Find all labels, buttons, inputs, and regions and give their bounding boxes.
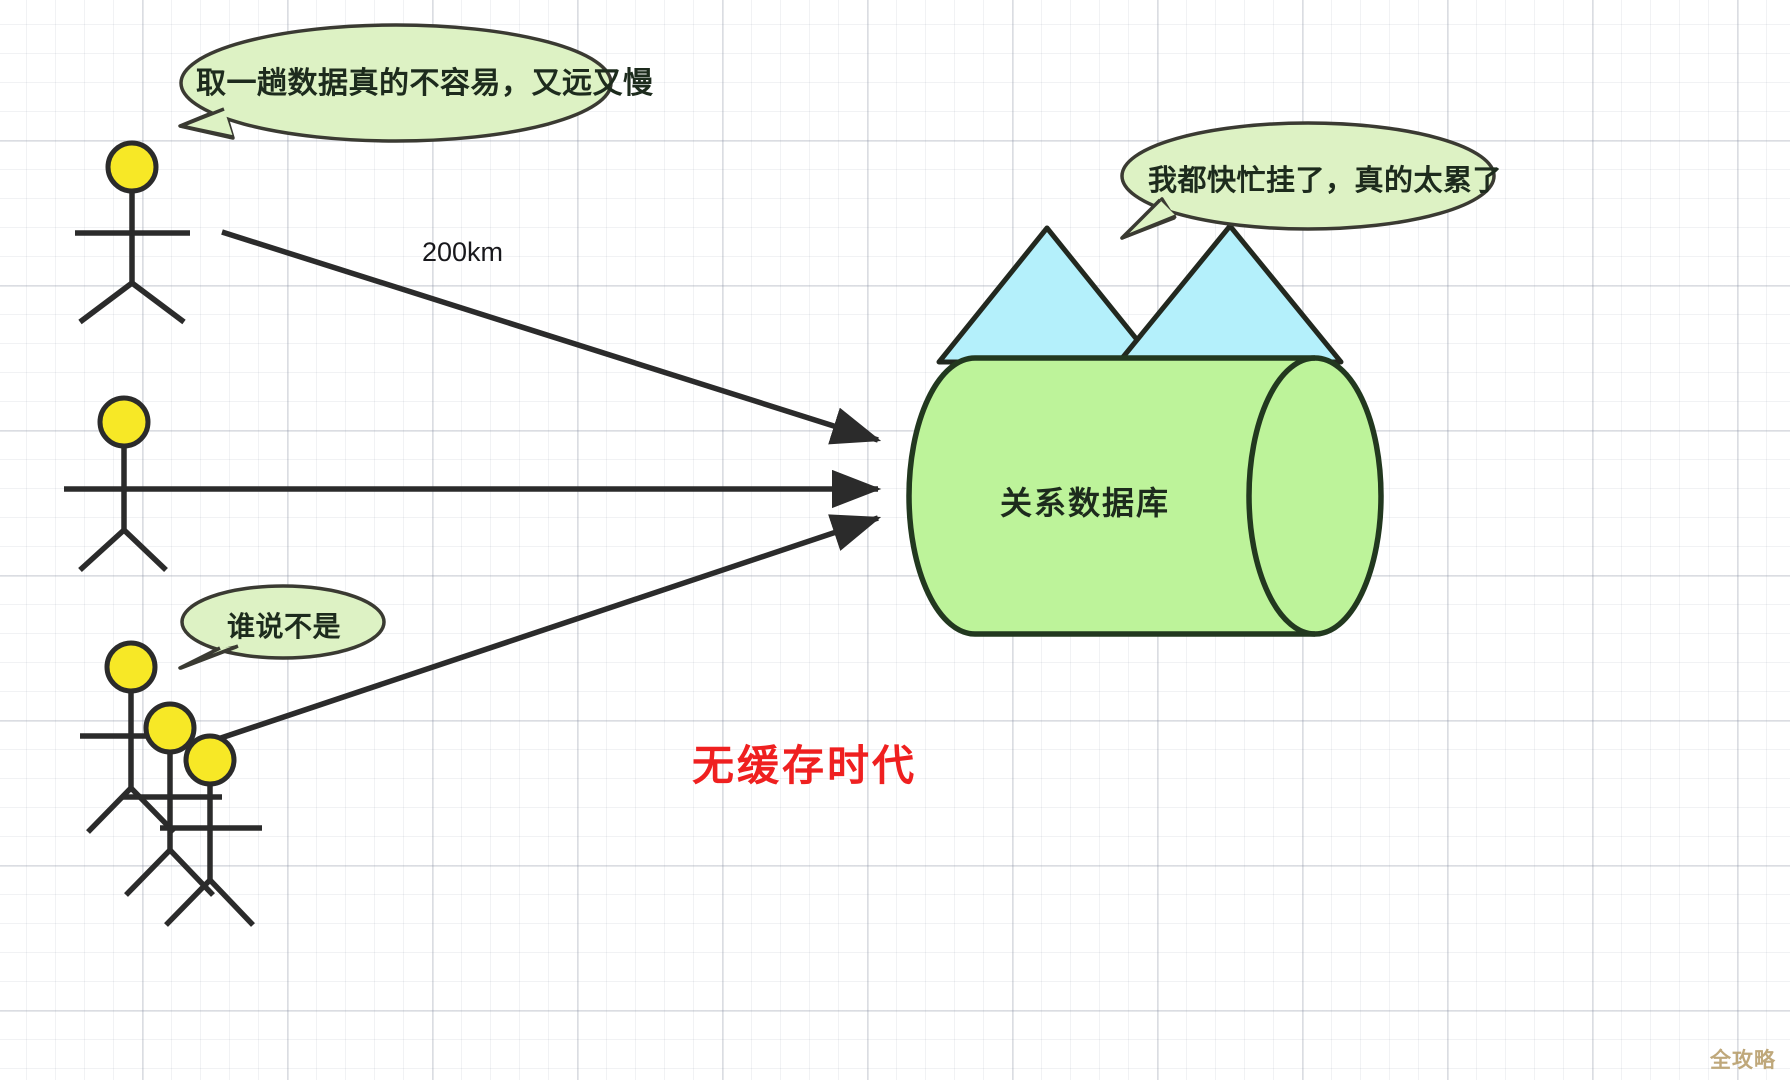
- mountain-right-icon: [1116, 223, 1344, 365]
- actor-bottom-2: [122, 701, 222, 897]
- arrow-top-to-db: [221, 229, 882, 445]
- watermark: 全攻略: [1710, 1048, 1776, 1072]
- actor-bottom-3: [160, 733, 262, 927]
- mountain-left-icon: [936, 225, 1158, 365]
- era-annotation: 无缓存时代: [692, 741, 918, 790]
- actor-top: [75, 140, 190, 325]
- arrow-bottom-to-db: [199, 514, 882, 748]
- database-cylinder: [906, 355, 1384, 637]
- distance-label: 200km: [422, 237, 504, 267]
- speech-bubble-client-bottom: [178, 584, 386, 670]
- actor-middle: [78, 395, 168, 573]
- database-label: 关系数据库: [1000, 484, 1171, 522]
- speech-bubble-client-top: [178, 23, 613, 143]
- speech-bubble-database: [1120, 121, 1496, 240]
